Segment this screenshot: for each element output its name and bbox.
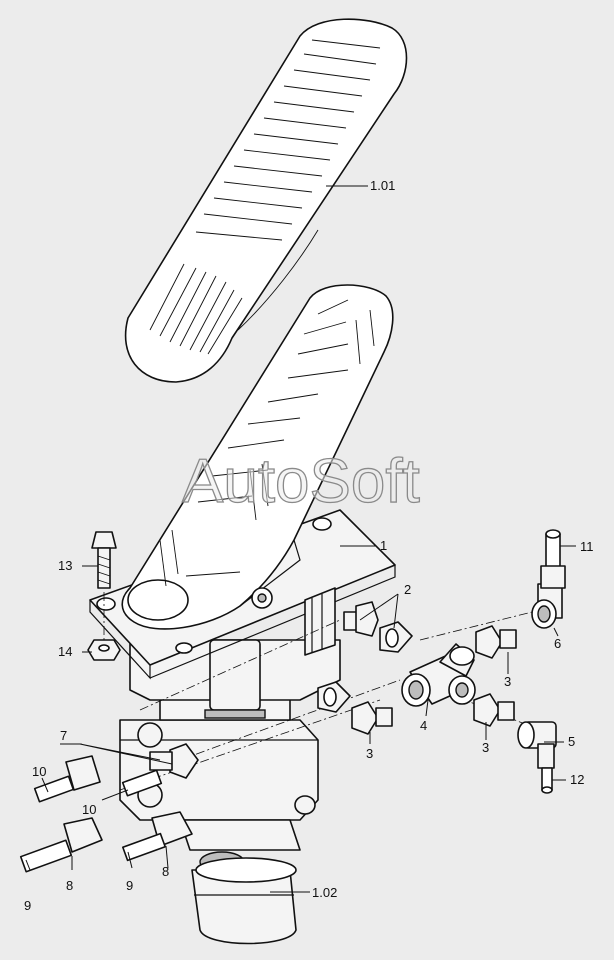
nut [87, 639, 121, 661]
watermark: AutoSoft [182, 447, 420, 516]
rubber-boot [191, 851, 297, 945]
callout-8-left: 8 [66, 878, 73, 893]
pad-ribs [149, 39, 381, 355]
callout-5: 5 [568, 734, 575, 749]
callout-3-left: 3 [366, 746, 373, 761]
callout-9-right: 9 [126, 878, 133, 893]
callouts: 1.01 1 1.02 2 3 3 3 4 5 6 7 8 8 9 9 10 1… [24, 178, 594, 913]
connector-8-left [19, 817, 103, 873]
callout-3-top: 3 [504, 674, 511, 689]
callout-13: 13 [58, 558, 72, 573]
callout-1-01: 1.01 [370, 178, 395, 193]
callout-10-right: 10 [82, 802, 96, 817]
fitting-2-lower [379, 621, 413, 653]
callout-8-right: 8 [162, 864, 169, 879]
plug-10-left [33, 755, 101, 803]
adapter-3-top [475, 625, 517, 659]
callout-14: 14 [58, 644, 72, 659]
tee-fitting [401, 643, 476, 707]
pedal-assembly [89, 284, 396, 851]
callout-3-right: 3 [482, 740, 489, 755]
callout-12: 12 [570, 772, 584, 787]
fitting-2-body [317, 681, 351, 713]
union-7 [149, 743, 199, 779]
callout-6: 6 [554, 636, 561, 651]
elbow-6 [531, 583, 563, 629]
callout-10-left: 10 [32, 764, 46, 779]
plug-10-right [121, 769, 163, 797]
fitting-2-upper [343, 601, 379, 637]
bolt [91, 531, 117, 589]
callout-1-02: 1.02 [312, 885, 337, 900]
elbow-5 [517, 721, 557, 769]
callout-11: 11 [580, 539, 594, 554]
lever-ribs [159, 299, 375, 587]
callout-7: 7 [60, 728, 67, 743]
adapter-3-right [473, 693, 515, 727]
callout-1: 1 [380, 538, 387, 553]
hose-12 [541, 767, 553, 794]
adapter-3-left [351, 701, 393, 735]
callout-4: 4 [420, 718, 427, 733]
connector-8-right [122, 811, 193, 862]
leader-lines [25, 185, 576, 893]
callout-9-left: 9 [24, 898, 31, 913]
pedal-pad [124, 18, 408, 383]
hose-11 [540, 529, 566, 589]
callout-2: 2 [404, 582, 411, 597]
